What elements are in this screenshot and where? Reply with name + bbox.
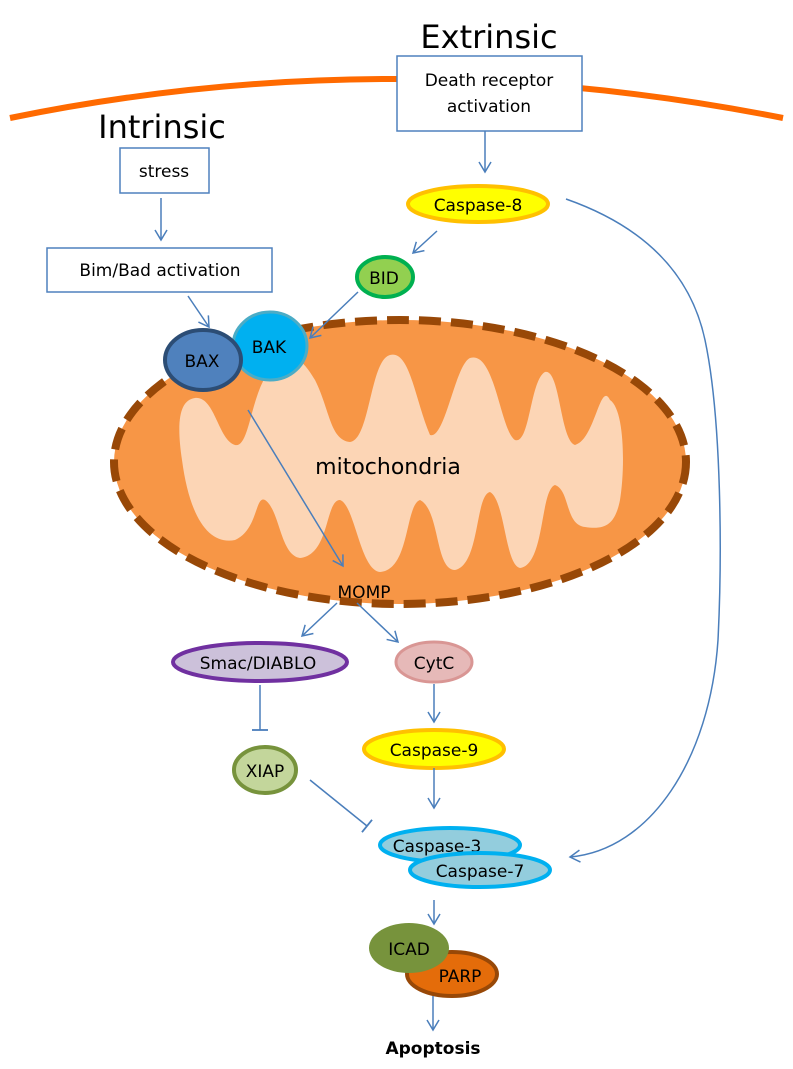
caspase-7-node: [408, 851, 552, 889]
bim-bad-label: Bim/Bad activation: [79, 261, 240, 281]
bax-label: BAX: [185, 352, 220, 372]
arrow-bim-bad-to-bax: [187, 295, 210, 329]
caspase-8-node: [406, 184, 550, 224]
arrow-momp-to-smac: [300, 602, 338, 638]
arrow-bax-to-momp: [247, 409, 344, 568]
mitochondria-label: mitochondria: [315, 455, 461, 480]
caspase-8-label: Caspase-8: [434, 196, 523, 216]
xiap-node: [232, 745, 298, 795]
momp-label: MOMP: [338, 583, 391, 603]
parp-label: PARP: [439, 967, 482, 987]
bax-node: [163, 328, 243, 392]
death-receptor-box: [396, 55, 583, 132]
smac-diablo-label: Smac/DIABLO: [200, 654, 317, 674]
death-receptor-label-1: Death receptor: [425, 71, 554, 91]
arrow-caspase-8-to-bid: [411, 230, 438, 254]
cell-membrane: [9, 76, 784, 121]
bid-label: BID: [369, 269, 399, 289]
apoptosis-label: Apoptosis: [385, 1039, 480, 1059]
icad-node: [369, 923, 449, 973]
arrow-momp-to-cytc: [356, 602, 400, 644]
arrow-caspase-8-to-caspase-7: [565, 198, 721, 863]
death-receptor-label-2: activation: [447, 97, 531, 117]
caspase-9-label: Caspase-9: [390, 741, 479, 761]
stress-box: [119, 147, 210, 194]
stress-label: stress: [139, 162, 189, 182]
bid-node: [355, 255, 415, 299]
xiap-label: XIAP: [246, 762, 285, 782]
icad-label: ICAD: [388, 940, 430, 960]
bak-label: BAK: [252, 338, 287, 358]
inhibit-xiap-to-caspase-3: [309, 779, 373, 833]
bim-bad-box: [46, 247, 273, 293]
extrinsic-title: Extrinsic: [420, 18, 557, 56]
arrow-bid-to-bak: [308, 291, 359, 340]
smac-diablo-node: [171, 641, 349, 683]
cytc-node: [394, 640, 474, 684]
caspase-7-label: Caspase-7: [436, 862, 525, 882]
mitochondria-cristae: [179, 354, 623, 572]
cytc-label: CytC: [414, 654, 454, 674]
intrinsic-title: Intrinsic: [98, 108, 226, 146]
